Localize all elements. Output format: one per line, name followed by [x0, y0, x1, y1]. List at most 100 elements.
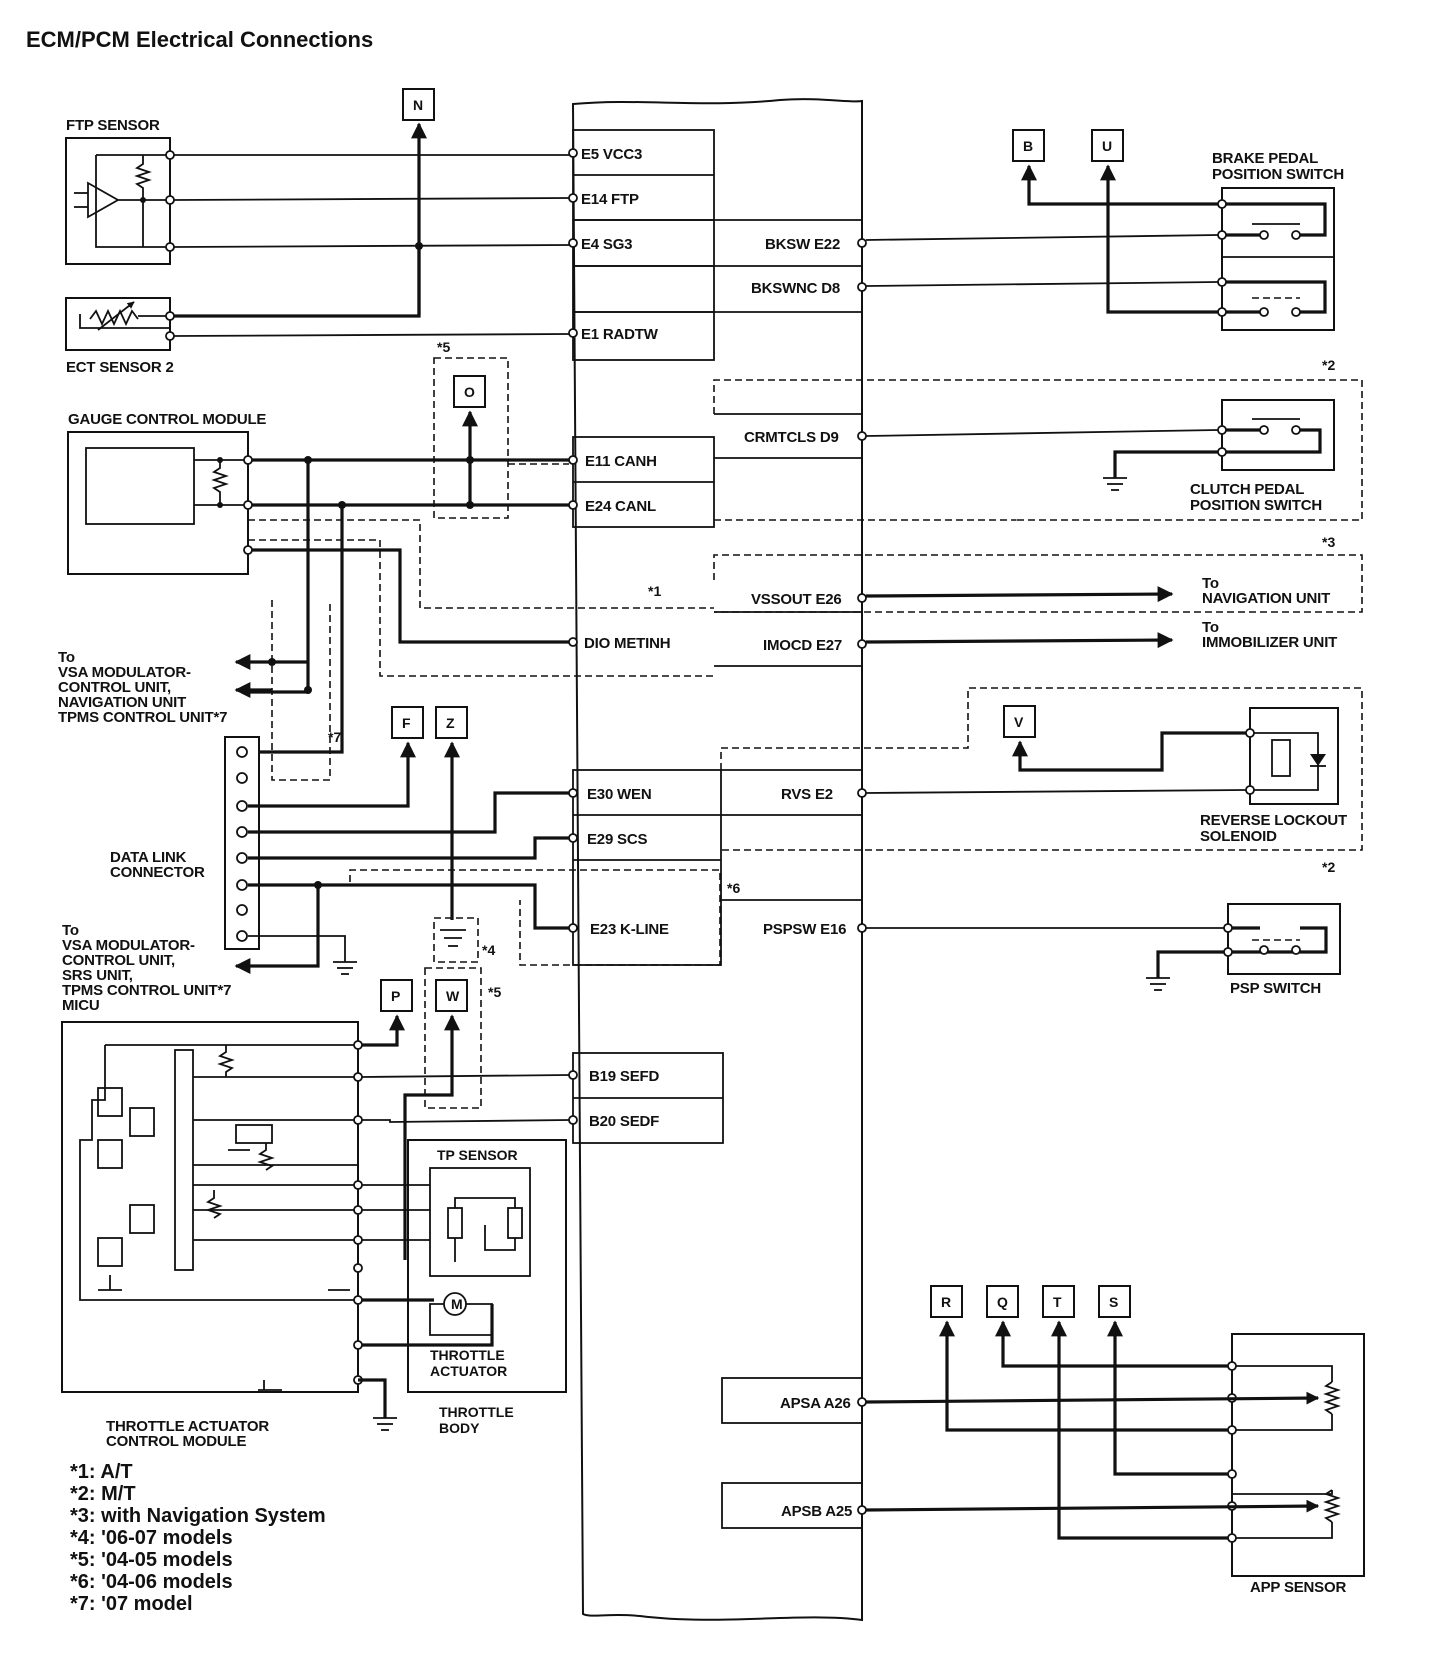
connector-q-label: Q: [997, 1294, 1008, 1310]
terminal-e4: E4 SG3: [581, 236, 632, 253]
ground-symbol-tacm: [373, 1417, 397, 1431]
terminal-b20: B20 SEDF: [589, 1113, 659, 1130]
terminal-a26: APSA A26: [780, 1395, 851, 1412]
wire-apsb: [865, 1499, 1320, 1513]
to-vsa-2-line5: TPMS CONTROL UNIT*7: [62, 982, 231, 999]
terminal-d9: CRMTCLS D9: [744, 429, 839, 446]
dashed-region-6: [349, 869, 721, 966]
wire-to-w: [403, 1014, 460, 1260]
to-vsa-2-line3: CONTROL UNIT,: [62, 952, 175, 969]
wire-to-t: [1051, 1320, 1228, 1540]
wire-tacm-ground: [358, 1378, 387, 1418]
ftp-sensor: [65, 137, 175, 265]
wire-dio-metinh: [252, 548, 569, 644]
wire-apsa: [865, 1391, 1320, 1405]
footnote-4: *4: '06-07 models: [70, 1527, 233, 1549]
clutch-switch-label-2: POSITION SWITCH: [1190, 497, 1322, 514]
terminal-e30: E30 WEN: [587, 786, 651, 803]
ftp-sensor-label: FTP SENSOR: [66, 117, 160, 134]
connector-z-label: Z: [446, 715, 455, 731]
app-sensor-label: APP SENSOR: [1250, 1579, 1346, 1596]
wire-to-q: [995, 1320, 1228, 1368]
to-vsa-1-line1: To: [58, 649, 75, 666]
terminal-e22: BKSW E22: [765, 236, 840, 253]
clutch-switch-label-1: CLUTCH PEDAL: [1190, 481, 1304, 498]
connector-t: [1042, 1285, 1075, 1318]
brake-pedal-position-switch: [1217, 187, 1335, 331]
footnote-2: *2: M/T: [70, 1483, 136, 1505]
connector-p: [380, 979, 413, 1012]
wire-crmtcls: [865, 429, 1219, 437]
marker-2a: *2: [1322, 357, 1335, 373]
app-sensor: [1227, 1333, 1365, 1577]
gauge-control-module-label: GAUGE CONTROL MODULE: [68, 411, 266, 428]
connector-f-label: F: [402, 715, 411, 731]
marker-6: *6: [727, 880, 740, 896]
connector-w-label: W: [446, 988, 460, 1004]
wire-bksw: [865, 234, 1219, 241]
wire-ftp: [173, 197, 570, 201]
marker-5a: *5: [437, 339, 450, 355]
wire-sefd: [361, 1074, 570, 1078]
to-vsa-1-line4: NAVIGATION UNIT: [58, 694, 186, 711]
connector-z: [435, 706, 468, 739]
terminal-b19: B19 SEFD: [589, 1068, 659, 1085]
brake-switch-label-1: BRAKE PEDAL: [1212, 150, 1318, 167]
to-vsa-2-line1: To: [62, 922, 79, 939]
footnote-6: *6: '04-06 models: [70, 1571, 233, 1593]
nav-label-1: To: [1202, 575, 1219, 592]
wire-sg3: [173, 244, 570, 248]
marker-7: *7: [328, 729, 341, 745]
throttle-body: [407, 1139, 567, 1393]
wire-clutch-ground: [1113, 450, 1218, 478]
to-vsa-1-line3: CONTROL UNIT,: [58, 679, 171, 696]
ground-symbol-clutch: [1103, 477, 1127, 491]
ground-symbol-psp: [1146, 977, 1170, 991]
ect-sensor-2: [65, 297, 175, 351]
diagram-title: ECM/PCM Electrical Connections: [26, 27, 373, 52]
dashed-imocd-path: [248, 539, 714, 677]
terminal-d8: BKSWNC D8: [751, 280, 840, 297]
connector-v-label: V: [1014, 714, 1024, 730]
dashed-region-5b: [424, 967, 482, 1109]
terminal-e16: PSPSW E16: [763, 921, 846, 938]
terminal-a25: APSB A25: [781, 1503, 852, 1520]
immo-label-1: To: [1202, 619, 1219, 636]
to-vsa-1-line2: VSA MODULATOR-: [58, 664, 191, 681]
marker-2b: *2: [1322, 859, 1335, 875]
wire-to-s: [1107, 1320, 1228, 1476]
wire-to-u: [1100, 164, 1218, 314]
tacm-label-2: CONTROL MODULE: [106, 1433, 246, 1450]
wire-motor-2: [362, 1304, 494, 1347]
connector-r-label: R: [941, 1294, 951, 1310]
terminal-e2: RVS E2: [781, 786, 833, 803]
to-vsa-2-line6: MICU: [62, 997, 100, 1014]
dashed-region-5a: [433, 357, 509, 519]
dlc-label-2: CONNECTOR: [110, 864, 205, 881]
wire-wen: [248, 791, 569, 834]
ecm-left-pins: [568, 148, 578, 1125]
terminal-e14: E14 FTP: [581, 191, 639, 208]
connector-t-label: T: [1053, 1294, 1062, 1310]
footnotes: *1: A/T *2: M/T *3: with Navigation Syst…: [70, 1461, 326, 1615]
terminal-e23: E23 K-LINE: [590, 921, 669, 938]
wire-to-f: [248, 741, 416, 808]
reverse-lockout-solenoid: [1245, 707, 1339, 805]
wire-to-b: [1021, 164, 1218, 206]
connector-q: [986, 1285, 1019, 1318]
terminal-e27: IMOCD E27: [763, 637, 842, 654]
footnote-7: *7: '07 model: [70, 1593, 193, 1615]
ecm-pcm-unit: [571, 98, 863, 1622]
dashed-vssout-path: [248, 519, 714, 609]
throttle-actuator-label-2: ACTUATOR: [430, 1363, 507, 1379]
wire-psp-ground: [1156, 950, 1224, 978]
connector-o-label: O: [464, 384, 475, 400]
throttle-actuator-label-1: THROTTLE: [430, 1347, 505, 1363]
arrow-to-navigation: [865, 586, 1174, 603]
footnote-3: *3: with Navigation System: [70, 1505, 326, 1527]
connector-s-label: S: [1109, 1294, 1118, 1310]
nav-label-2: NAVIGATION UNIT: [1202, 590, 1330, 607]
connector-r: [930, 1285, 963, 1318]
wire-scs: [248, 836, 569, 860]
